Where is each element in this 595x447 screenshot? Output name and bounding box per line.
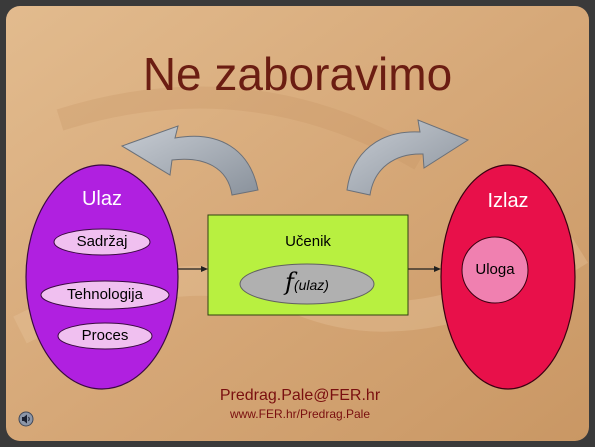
arrowhead-icon: [434, 266, 441, 272]
background-texture-2: [56, 86, 426, 170]
curved-arrow-left-icon: [120, 125, 259, 196]
learner-heading: Učenik: [285, 233, 331, 250]
input-item-ellipse: [40, 280, 170, 310]
function-ellipse: [239, 263, 375, 305]
footer-url: www.FER.hr/Predrag.Pale: [229, 407, 371, 421]
input-item-ellipse: [53, 228, 151, 256]
role-circle: [461, 236, 529, 304]
function-argument: (ulaz): [293, 277, 329, 293]
input-item-process: Proces: [81, 327, 129, 344]
output-item-role: Uloga: [475, 261, 515, 278]
input-item-content: Sadržaj: [76, 233, 128, 250]
function-symbol: f: [285, 268, 294, 296]
input-item-ellipse: [57, 322, 153, 350]
arrowhead-icon: [201, 266, 208, 272]
input-heading: Ulaz: [81, 188, 122, 210]
slide-title: Ne zaboravimo: [142, 48, 453, 100]
output-heading: Izlaz: [487, 190, 529, 212]
footer-email: Predrag.Pale@FER.hr: [219, 387, 381, 404]
learner-function: f(ulaz): [257, 268, 357, 296]
speaker-icon[interactable]: [18, 411, 34, 427]
input-item-technology: Tehnologija: [67, 286, 143, 303]
curved-arrow-right-icon: [346, 119, 470, 196]
